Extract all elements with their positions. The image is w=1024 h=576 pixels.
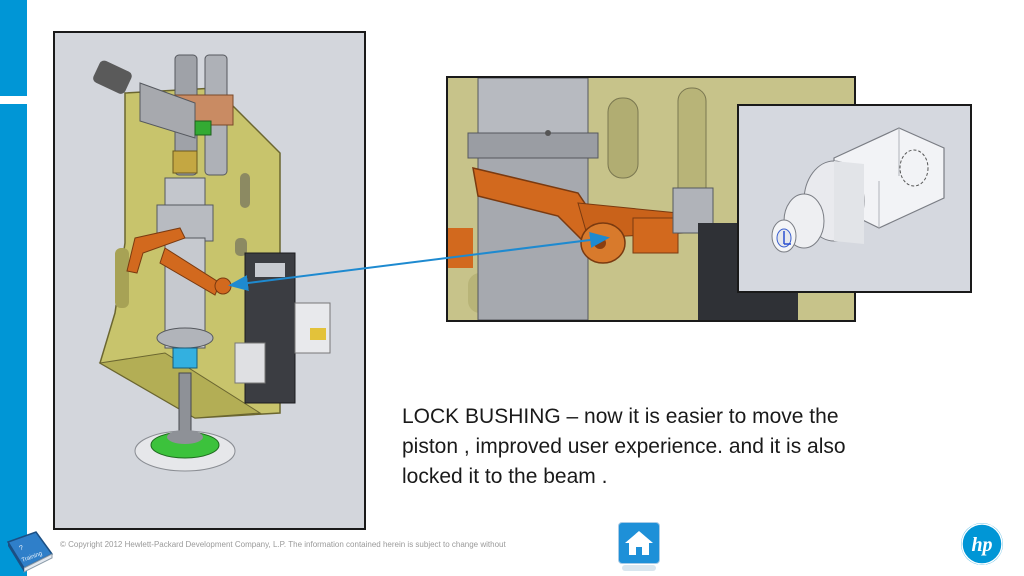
hp-logo: hp: [961, 523, 1003, 565]
home-button-reflection: [622, 565, 656, 571]
svg-text:?: ?: [18, 545, 24, 553]
main-cad-image: [53, 31, 366, 530]
left-accent-bar-bottom: [0, 104, 27, 576]
footer-copyright: © Copyright 2012 Hewlett-Packard Develop…: [60, 540, 506, 549]
home-button[interactable]: [618, 522, 660, 564]
lock-bushing-caption: LOCK BUSHING – now it is easier to move …: [402, 405, 846, 488]
book-icon: ? Training: [2, 528, 58, 574]
left-accent-bar-top: [0, 0, 27, 96]
hp-logo-text: hp: [971, 534, 992, 556]
lock-bushing-inset-image: [737, 104, 972, 293]
home-icon: [625, 531, 653, 555]
